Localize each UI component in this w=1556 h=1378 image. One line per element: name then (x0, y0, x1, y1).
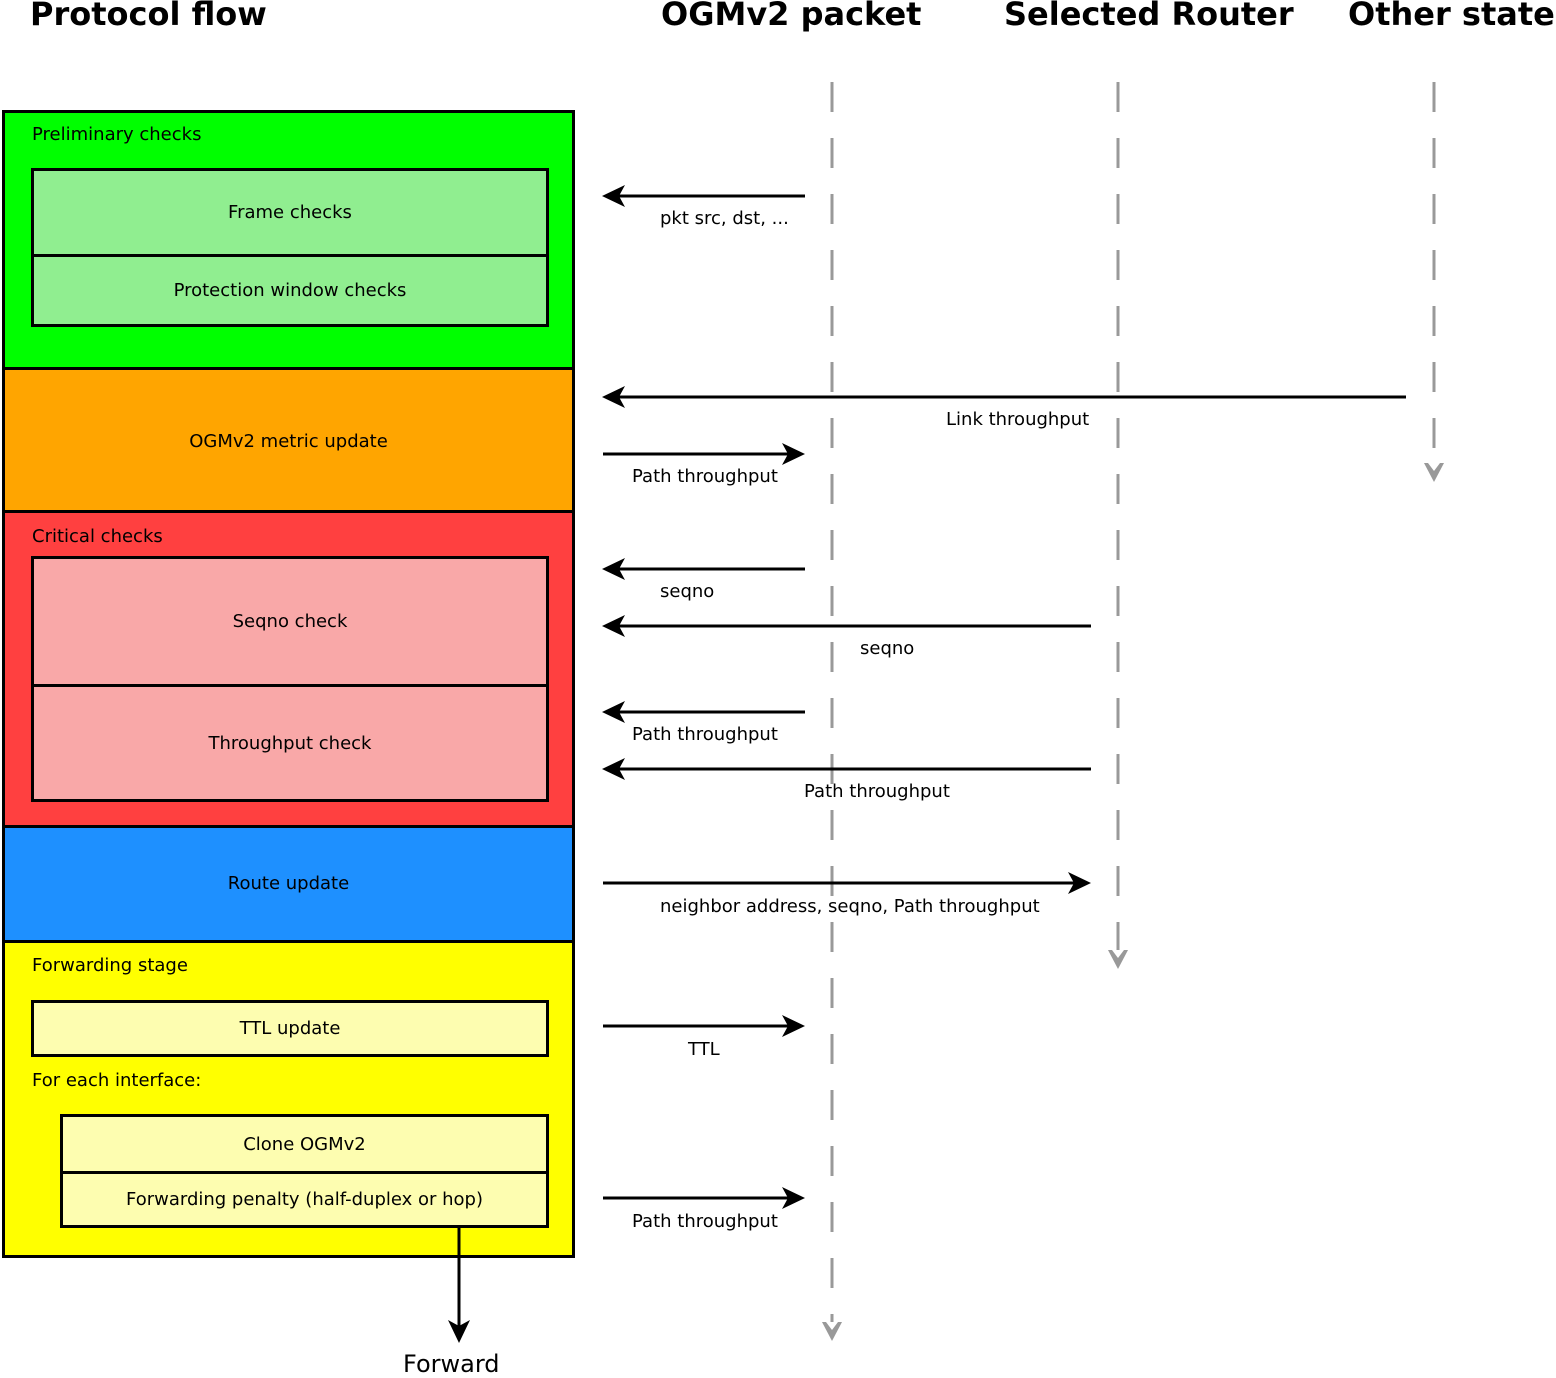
column-header-other-state: Other state (1348, 0, 1555, 33)
label-route-update-fields: neighbor address, seqno, Path throughput (660, 896, 1040, 917)
lifeline-ogmv2-packet (822, 82, 842, 1341)
column-header-protocol-flow: Protocol flow (30, 0, 267, 33)
stage-metric-update: OGMv2 metric update (2, 367, 575, 513)
ttl-update-box: TTL update (31, 1000, 549, 1057)
arrow-link-throughput (602, 386, 1406, 408)
forward-label: Forward (403, 1350, 500, 1378)
label-seqno-packet: seqno (660, 581, 715, 602)
label-seqno-router: seqno (860, 638, 915, 659)
label-path-throughput-out: Path throughput (632, 466, 778, 487)
label-path-throughput-forward: Path throughput (632, 1211, 778, 1232)
stage-preliminary-checks: Preliminary checks Frame checks Protecti… (2, 110, 575, 370)
protection-window-checks-box: Protection window checks (31, 254, 549, 327)
throughput-check-box: Throughput check (31, 684, 549, 802)
frame-checks-label: Frame checks (228, 202, 352, 223)
lifeline-other-state (1424, 82, 1444, 482)
clone-ogmv2-box: Clone OGMv2 (60, 1114, 549, 1174)
throughput-check-label: Throughput check (208, 732, 372, 754)
stage-label-metric-update: OGMv2 metric update (189, 431, 388, 452)
arrow-route-update (603, 872, 1091, 894)
clone-ogmv2-label: Clone OGMv2 (243, 1133, 366, 1155)
label-link-throughput: Link throughput (946, 409, 1090, 430)
forwarding-penalty-box: Forwarding penalty (half-duplex or hop) (60, 1171, 549, 1228)
forwarding-penalty-label: Forwarding penalty (half-duplex or hop) (125, 1189, 484, 1210)
arrow-path-throughput-forward (603, 1187, 805, 1209)
stage-label-route-update: Route update (227, 873, 350, 894)
stage-route-update: Route update (2, 825, 575, 943)
for-each-interface-label: For each interface: (32, 1070, 202, 1091)
label-pkt-fields: pkt src, dst, ... (660, 208, 789, 229)
lifeline-selected-router (1108, 82, 1128, 969)
arrow-seqno-packet (602, 558, 805, 580)
arrow-forward (448, 1228, 470, 1343)
arrow-seqno-router (602, 615, 1091, 637)
arrow-path-throughput-out (603, 443, 805, 465)
stage-forwarding: Forwarding stage TTL update For each int… (2, 940, 575, 1258)
protection-window-checks-label: Protection window checks (173, 280, 407, 301)
arrow-pkt-fields (602, 185, 805, 207)
seqno-check-label: Seqno check (232, 611, 348, 632)
label-path-throughput-packet: Path throughput (632, 724, 778, 745)
stage-label-preliminary: Preliminary checks (32, 124, 202, 145)
arrow-ttl (603, 1015, 805, 1037)
column-header-ogmv2-packet: OGMv2 packet (661, 0, 922, 33)
arrow-path-throughput-packet (602, 701, 805, 723)
arrow-path-throughput-router (602, 758, 1091, 780)
stage-label-forwarding: Forwarding stage (32, 955, 188, 976)
label-path-throughput-router: Path throughput (804, 781, 950, 802)
stage-critical-checks: Critical checks Seqno check Throughput c… (2, 510, 575, 828)
column-header-selected-router: Selected Router (1004, 0, 1294, 33)
ttl-update-label: TTL update (239, 1018, 341, 1039)
label-ttl: TTL (688, 1039, 720, 1060)
stage-label-critical: Critical checks (32, 526, 163, 547)
